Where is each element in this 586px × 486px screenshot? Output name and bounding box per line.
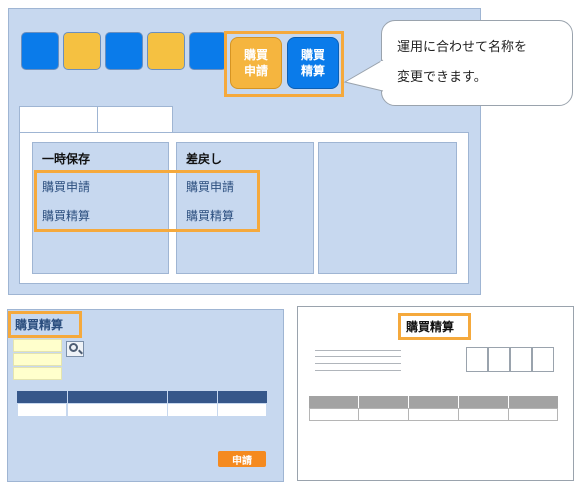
apply-button[interactable]: 申請	[218, 451, 266, 467]
menu-square-yellow-2[interactable]	[147, 32, 185, 70]
stamp-box	[532, 347, 554, 372]
table-header-cell	[168, 391, 217, 403]
table-header-cell	[309, 396, 358, 408]
table-header-cell	[359, 396, 408, 408]
purchase-request-button[interactable]: 購買 申請	[230, 37, 282, 89]
table-cell	[217, 403, 267, 417]
column-empty	[318, 142, 457, 274]
table-cell	[67, 403, 168, 417]
table-header-cell	[509, 396, 558, 408]
stamp-box	[510, 347, 532, 372]
text-line	[315, 363, 401, 364]
column-returned	[176, 142, 314, 274]
table-cell	[508, 408, 558, 421]
table-cell	[309, 408, 359, 421]
tab-2[interactable]	[97, 106, 173, 134]
form-title-highlight	[8, 311, 82, 338]
buttons-highlight	[224, 31, 344, 97]
items-highlight	[34, 170, 260, 232]
table-cell	[408, 408, 459, 421]
callout-text: 運用に合わせて名称を 変更できます。	[397, 40, 528, 85]
list-item[interactable]: 購買申請	[42, 180, 91, 194]
menu-square-blue-1[interactable]	[21, 32, 59, 70]
document-title-highlight	[398, 313, 471, 340]
table-header-cell	[17, 391, 67, 403]
column-title: 一時保存	[42, 152, 91, 166]
table-cell	[167, 403, 218, 417]
text-line	[315, 370, 401, 371]
callout-pointer	[343, 59, 384, 92]
table-cell	[17, 403, 67, 417]
list-item[interactable]: 購買精算	[42, 209, 91, 223]
tab-1[interactable]	[19, 106, 98, 134]
table-header-cell	[218, 391, 267, 403]
list-item[interactable]: 購買精算	[186, 209, 235, 223]
purchase-settlement-button[interactable]: 購買 精算	[287, 37, 339, 89]
menu-square-blue-3[interactable]	[189, 32, 227, 70]
column-temp-save	[32, 142, 169, 274]
menu-square-yellow-1[interactable]	[63, 32, 101, 70]
search-icon	[69, 343, 78, 352]
input-field[interactable]	[13, 353, 62, 366]
table-cell	[458, 408, 509, 421]
menu-square-blue-2[interactable]	[105, 32, 143, 70]
table-header-cell	[409, 396, 458, 408]
text-line	[315, 356, 401, 357]
table-cell	[358, 408, 409, 421]
document-title: 購買精算	[406, 320, 455, 334]
input-field[interactable]	[13, 367, 62, 380]
stamp-box	[488, 347, 510, 372]
table-header-cell	[459, 396, 508, 408]
document-mockup	[297, 306, 574, 481]
stamp-box	[466, 347, 488, 372]
callout-bubble	[381, 20, 573, 106]
input-field[interactable]	[13, 339, 62, 352]
form-title: 購買精算	[15, 318, 64, 332]
table-header-cell	[68, 391, 167, 403]
list-item[interactable]: 購買申請	[186, 180, 235, 194]
column-title: 差戻し	[186, 152, 223, 166]
text-line	[315, 350, 401, 351]
